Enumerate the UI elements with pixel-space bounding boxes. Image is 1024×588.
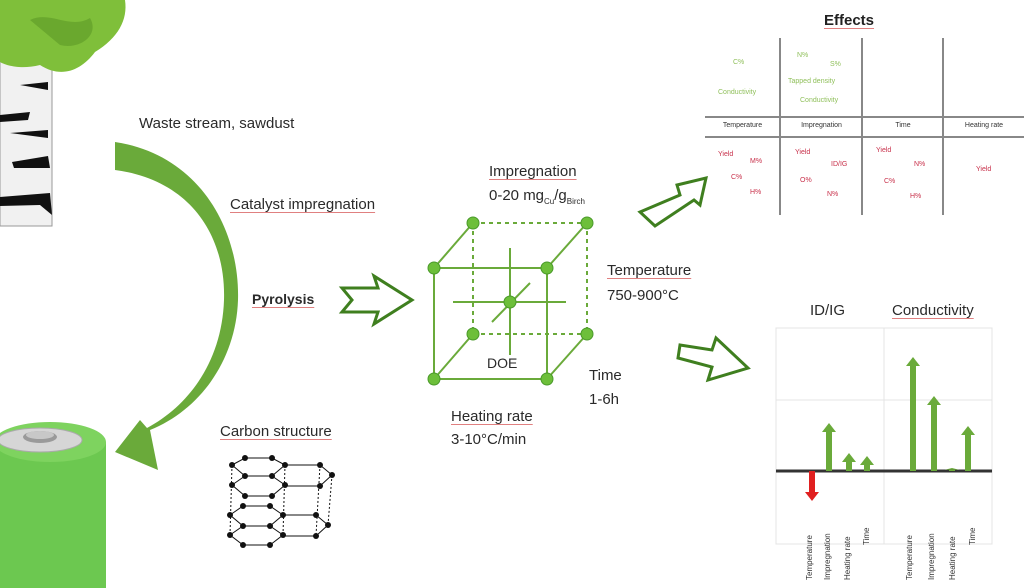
impregnation-range-main: 0-20 mg [489, 187, 545, 204]
carbon-structure-icon [229, 457, 333, 546]
bar-conductivity-impregnation [927, 396, 941, 471]
effect-negative: ID/IG [831, 161, 848, 168]
effect-negative: M% [750, 158, 763, 165]
bar-id-ig-time [860, 456, 874, 471]
bar-id-ig-impregnation [822, 423, 836, 471]
effect-positive: Tapped density [788, 78, 836, 85]
arrow-down-right-icon [676, 335, 751, 383]
chart-title-conductivity: Conductivity [892, 302, 974, 319]
battery-icon [0, 422, 106, 588]
chart-label: Heating rate [948, 536, 957, 580]
effect-positive: Conductivity [800, 97, 839, 104]
effect-negative: C% [731, 174, 743, 181]
bar-conductivity-time [961, 426, 975, 471]
birch-tree-icon [0, 0, 126, 227]
arrow-up-right-icon [637, 175, 708, 228]
pyrolysis-label: Pyrolysis [252, 291, 315, 307]
effect-positive: S% [830, 61, 841, 68]
effect-negative: H% [750, 189, 762, 196]
impregnation-range-slash: /g [554, 187, 567, 204]
catalyst-impregnation-label: Catalyst impregnation [230, 196, 376, 213]
chart-label: Heating rate [843, 536, 852, 580]
effects-title: Effects [824, 12, 875, 29]
chart-label: Temperature [805, 535, 814, 580]
effect-positive: Conductivity [718, 89, 757, 96]
time-range: 1-6h [589, 391, 620, 408]
effect-positive: C% [733, 59, 745, 66]
bar-id-ig-heating-rate [842, 453, 856, 471]
chart-label: Temperature [905, 535, 914, 580]
effects-chart-grid [775, 327, 993, 545]
effect-negative: Yield [718, 151, 734, 158]
effects-col-impregnation: Impregnation [801, 122, 842, 129]
chart-title-id-ig: ID/IG [810, 302, 846, 319]
waste-stream-label: Waste stream, sawdust [139, 115, 295, 132]
chart-label: Time [968, 527, 977, 545]
impregnation-range: 0-20 mgCu/gBirch [489, 187, 585, 206]
temperature-title: Temperature [607, 262, 692, 279]
carbon-structure-label: Carbon structure [220, 423, 332, 440]
effect-positive: N% [797, 52, 809, 59]
impregnation-title: Impregnation [489, 163, 577, 180]
effects-table-lines [705, 38, 1024, 215]
doe-points [427, 216, 594, 386]
impregnation-sub-birch: Birch [566, 197, 586, 206]
effect-negative: H% [910, 193, 922, 200]
process-flow-curved-arrow [115, 142, 239, 470]
effect-negative: N% [914, 161, 926, 168]
bar-conductivity-temperature [906, 357, 920, 471]
chart-bars [805, 357, 975, 501]
heating-rate-range: 3-10°C/min [451, 431, 527, 448]
doe-label: DOE [487, 355, 518, 371]
temperature-range: 750-900°C [607, 287, 679, 304]
arrow-right-icon [338, 272, 415, 328]
effects-col-time: Time [895, 122, 911, 129]
effect-negative: C% [884, 178, 896, 185]
chart-label: Time [862, 527, 871, 545]
bar-id-ig-temperature [805, 471, 819, 501]
time-title: Time [589, 367, 622, 384]
effect-negative: Yield [976, 166, 992, 173]
effect-negative: N% [827, 191, 839, 198]
effect-negative: O% [800, 177, 812, 184]
impregnation-sub-metal: Cu [544, 197, 555, 206]
chart-label: Impregnation [927, 533, 936, 580]
effect-negative: Yield [876, 147, 892, 154]
effects-col-temperature: Temperature [722, 122, 763, 129]
bar-conductivity-heating-rate [945, 468, 959, 471]
effect-negative: Yield [795, 149, 811, 156]
chart-label: Impregnation [823, 533, 832, 580]
effects-col-heating-rate: Heating rate [964, 122, 1004, 129]
carbon-atoms [227, 455, 335, 548]
heating-rate-title: Heating rate [451, 408, 533, 425]
